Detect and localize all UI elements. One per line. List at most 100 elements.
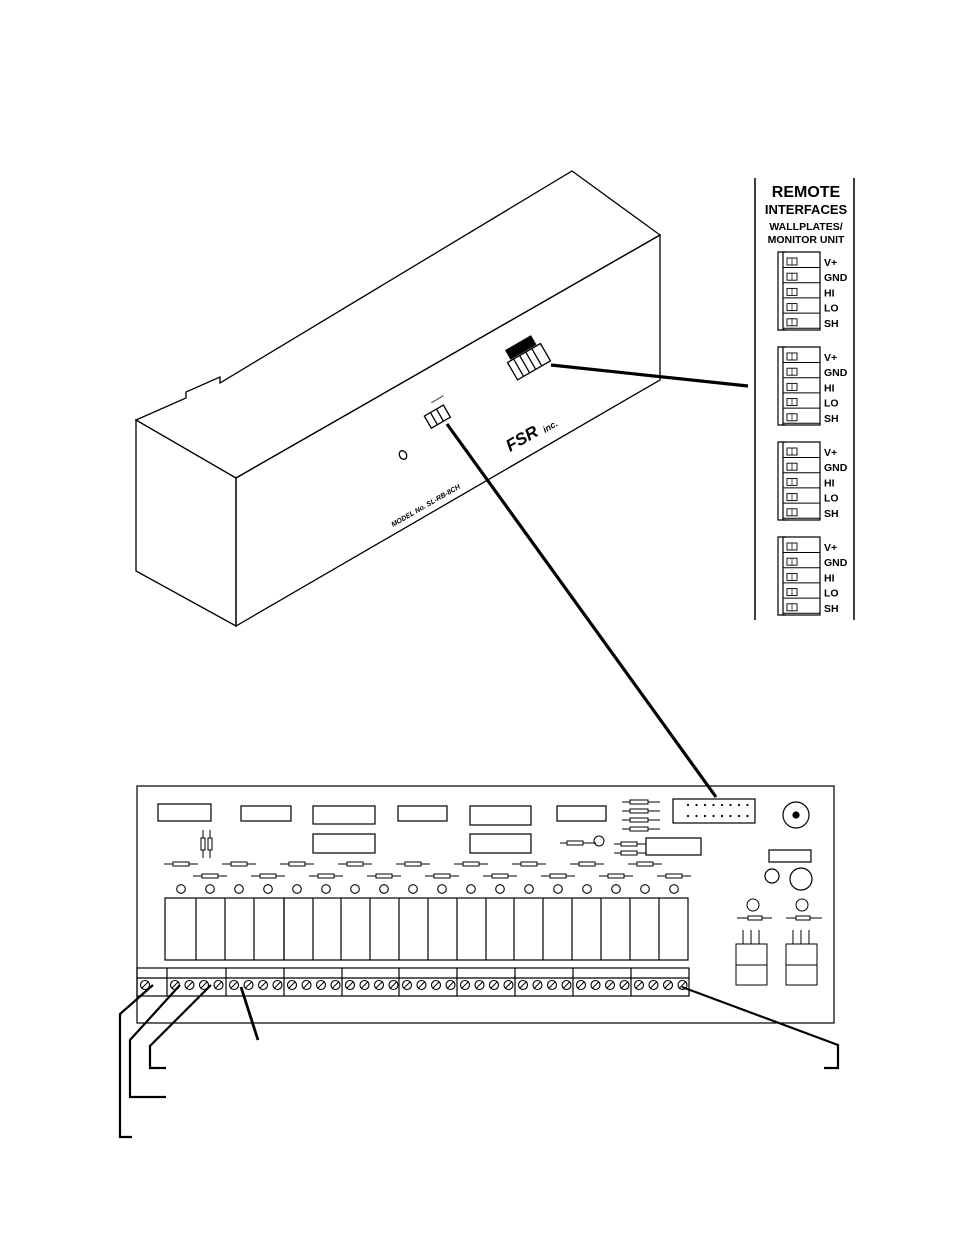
status-led xyxy=(553,884,563,894)
pin-label: SH xyxy=(824,603,839,615)
remote-panel-title: REMOTE xyxy=(772,184,841,201)
terminal-screw xyxy=(228,979,240,991)
callout-leaders xyxy=(118,984,840,1139)
terminal-screw xyxy=(662,979,674,991)
board-regulator xyxy=(768,849,812,863)
pin-label: HI xyxy=(824,382,835,394)
pin-label: GND xyxy=(824,272,848,284)
remote-panel-caption-1: WALLPLATES/ xyxy=(769,221,842,233)
pin-label: LO xyxy=(824,303,839,315)
terminal-screw xyxy=(488,979,500,991)
leader-lines xyxy=(445,363,749,798)
board-outline xyxy=(136,785,835,1024)
monitor-connector-label: ▪▪▪▪▪▪▪▪▪ xyxy=(430,393,445,405)
callout-leader-1 xyxy=(118,984,154,1139)
terminal-screw xyxy=(213,979,224,991)
terminal-screw xyxy=(459,979,471,991)
status-led xyxy=(495,884,505,894)
pin-label: HI xyxy=(824,572,835,584)
terminal-screw xyxy=(373,979,385,991)
remote-connector-block xyxy=(505,335,552,381)
remote-panel-subtitle: INTERFACES xyxy=(765,202,848,217)
remote-panel-caption-2: MONITOR UNIT xyxy=(768,234,845,246)
relay-bank xyxy=(164,897,689,961)
terminal-screw xyxy=(590,979,601,991)
terminal-screw xyxy=(344,979,356,991)
terminal-screw xyxy=(575,979,587,991)
callout-leader-4 xyxy=(239,986,260,1041)
pin-label: HI xyxy=(824,477,835,489)
terminal-strip xyxy=(136,967,690,997)
ic-chips xyxy=(157,803,702,856)
terminal-screw xyxy=(139,979,151,991)
pin-label: HI xyxy=(824,287,835,299)
pin-label: LO xyxy=(824,493,839,505)
pin-label: SH xyxy=(824,413,839,425)
status-led xyxy=(669,884,679,894)
terminal-screw xyxy=(257,979,269,991)
status-led xyxy=(234,884,244,894)
callout-leader-2 xyxy=(128,984,181,1099)
pin-label: V+ xyxy=(824,257,837,269)
terminal-screw xyxy=(517,979,529,991)
pin-label: SH xyxy=(824,318,839,330)
status-led xyxy=(263,884,273,894)
terminal-screw xyxy=(430,979,442,991)
status-led xyxy=(437,884,447,894)
callout-leader-5 xyxy=(681,985,840,1070)
terminal-screw xyxy=(330,979,341,991)
pin-label: V+ xyxy=(824,352,837,364)
brand-logo: FSR xyxy=(503,422,543,456)
pin-label: SH xyxy=(824,508,839,520)
status-leds xyxy=(176,884,679,894)
status-led xyxy=(582,884,592,894)
board-fuse xyxy=(782,801,810,829)
model-number-label: MODEL No. SL-RB-8CH xyxy=(391,483,463,529)
output-transistors xyxy=(735,898,822,986)
terminal-screw xyxy=(604,979,616,991)
status-led xyxy=(466,884,476,894)
enclosure-front-face xyxy=(235,233,661,628)
terminal-screw xyxy=(315,979,327,991)
terminal-screw xyxy=(359,979,370,991)
terminal-screw xyxy=(401,979,413,991)
enclosure-branding: FSR inc. MODEL No. SL-RB-8CH xyxy=(391,418,560,528)
status-led xyxy=(321,884,331,894)
brand-suffix: inc. xyxy=(541,418,559,434)
pin-label: GND xyxy=(824,557,848,569)
terminal-screw xyxy=(301,979,312,991)
status-led xyxy=(379,884,389,894)
terminal-screw xyxy=(184,979,195,991)
terminal-screws xyxy=(139,979,688,991)
terminal-screw xyxy=(648,979,659,991)
terminal-screw xyxy=(388,979,399,991)
board-monitor-header xyxy=(672,798,756,824)
terminal-screw xyxy=(286,979,298,991)
pin-label: V+ xyxy=(824,447,837,459)
terminal-screw xyxy=(532,979,543,991)
status-led xyxy=(611,884,621,894)
terminal-screw xyxy=(416,979,427,991)
leader-remote-to-panel xyxy=(550,363,749,388)
leader-monitor-to-board xyxy=(445,423,718,798)
enclosure-top-face xyxy=(134,170,662,479)
terminal-screw xyxy=(445,979,456,991)
enclosure-end-face xyxy=(135,418,237,628)
monitor-connector xyxy=(423,404,452,430)
terminal-screw xyxy=(633,979,645,991)
small-resistors xyxy=(200,799,660,858)
pin-label: V+ xyxy=(824,542,837,554)
status-led xyxy=(176,884,186,894)
status-led xyxy=(350,884,360,894)
terminal-screw xyxy=(272,979,283,991)
terminal-screw xyxy=(561,979,572,991)
remote-connector: V+ GND HI LO SH xyxy=(777,251,848,331)
remote-interfaces-panel: REMOTE INTERFACES WALLPLATES/ MONITOR UN… xyxy=(754,178,855,620)
status-led xyxy=(524,884,534,894)
terminal-screw xyxy=(474,979,485,991)
relay-driver-resistors xyxy=(164,861,691,879)
